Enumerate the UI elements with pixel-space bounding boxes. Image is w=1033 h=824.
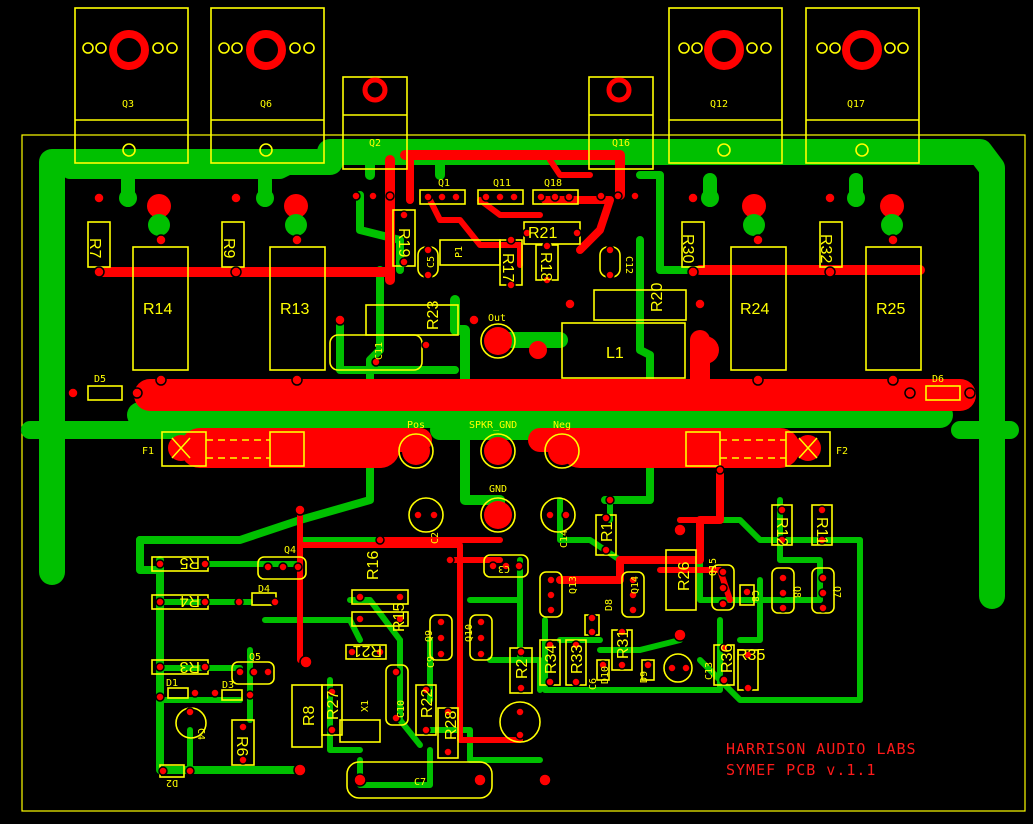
- label-r5: R5: [179, 554, 200, 571]
- label-r13: R13: [280, 301, 309, 318]
- label-c2: C2: [430, 532, 441, 544]
- label-f1: F1: [142, 446, 154, 457]
- label-q17: Q17: [847, 99, 865, 110]
- label-c13: C13: [704, 662, 715, 680]
- label-r23: R23: [425, 301, 442, 330]
- label-r6: R6: [233, 736, 250, 757]
- label-q10: Q10: [464, 624, 475, 642]
- label-c5: C5: [426, 256, 437, 268]
- label-r11: R11: [813, 517, 830, 545]
- label-q12: Q12: [710, 99, 728, 110]
- label-out: Out: [488, 313, 506, 324]
- label-d2: D2: [166, 777, 178, 788]
- label-r35: R35: [736, 647, 765, 664]
- label-r8: R8: [301, 705, 318, 726]
- label-c10: C10: [396, 700, 407, 718]
- label-c3: C3: [498, 563, 510, 574]
- label-spkr-gnd: SPKR_GND: [469, 420, 517, 431]
- label-d6: D6: [932, 374, 944, 385]
- label-q6: Q6: [260, 99, 272, 110]
- label-r19: R19: [395, 228, 412, 257]
- label-d1: D1: [166, 678, 178, 689]
- label-r21: R21: [528, 225, 557, 242]
- label-r4: R4: [179, 592, 200, 609]
- label-r30: R30: [679, 234, 696, 263]
- label-q13: Q13: [568, 576, 579, 594]
- label-q18: Q18: [544, 178, 562, 189]
- board-title-line2: SYMEF PCB v.1.1: [726, 761, 876, 779]
- label-c11: C11: [374, 342, 385, 360]
- label-r25: R25: [876, 301, 905, 318]
- board-title-line1: HARRISON AUDIO LABS: [726, 740, 917, 758]
- label-c7: C7: [414, 777, 426, 788]
- board-outline: [21, 134, 1026, 812]
- label-x1: X1: [360, 700, 371, 712]
- label-r33: R33: [569, 645, 586, 674]
- label-f2: F2: [836, 446, 848, 457]
- label-r17: R17: [499, 253, 516, 282]
- label-c8: C8: [749, 590, 760, 602]
- label-r28: R28: [443, 711, 460, 740]
- label-r18: R18: [537, 252, 554, 281]
- label-pos: Pos: [407, 420, 425, 431]
- label-d4: D4: [258, 584, 270, 595]
- label-l1: L1: [606, 345, 624, 362]
- label-r34: R34: [543, 645, 560, 674]
- label-r21b: R21: [353, 642, 382, 659]
- label-d8: D8: [604, 599, 615, 611]
- label-neg: Neg: [553, 420, 571, 431]
- label-r3: R3: [179, 658, 200, 675]
- label-q1: Q1: [438, 178, 450, 189]
- label-c12: C12: [623, 256, 634, 274]
- label-r1: R1: [599, 521, 616, 542]
- label-r14: R14: [143, 301, 172, 318]
- label-q14: Q14: [630, 576, 641, 594]
- label-r36: R36: [719, 644, 736, 673]
- label-r22: R22: [419, 689, 436, 718]
- silkscreen-labels: Q3 Q6 Q12 Q17 Q2 Q16 R14 R13 R24 R25 R23…: [86, 99, 944, 788]
- label-r12: R12: [773, 517, 790, 546]
- label-d3: D3: [222, 680, 234, 691]
- label-d10: D10: [600, 666, 611, 684]
- label-r24: R24: [740, 301, 769, 318]
- label-r15: R15: [391, 603, 408, 632]
- label-q4: Q4: [284, 545, 296, 556]
- label-q7: Q7: [831, 586, 842, 598]
- label-c6: C6: [588, 678, 599, 690]
- pads-layer: [67, 30, 976, 787]
- label-d5: D5: [94, 374, 106, 385]
- label-r7: R7: [86, 238, 103, 259]
- label-c14: C14: [559, 530, 570, 548]
- label-q8: Q8: [791, 586, 802, 598]
- label-r2: R2: [514, 658, 531, 679]
- silkscreen-layer: [74, 7, 961, 799]
- label-p1: P1: [454, 246, 465, 258]
- label-q9: Q9: [424, 630, 435, 642]
- label-r26: R26: [676, 562, 693, 591]
- label-q2: Q2: [369, 138, 381, 149]
- label-q11: Q11: [493, 178, 511, 189]
- label-c9: C9: [426, 656, 437, 668]
- label-r9: R9: [220, 238, 237, 259]
- label-r27: R27: [325, 691, 342, 720]
- label-r32: R32: [817, 234, 834, 263]
- label-c4: C4: [195, 728, 206, 740]
- label-r31: R31: [615, 630, 632, 659]
- label-q16: Q16: [612, 138, 630, 149]
- label-q15: Q15: [708, 558, 719, 576]
- label-r16: R16: [365, 551, 382, 580]
- label-r20: R20: [649, 283, 666, 312]
- label-d9: D9: [639, 671, 650, 683]
- label-q5: Q5: [249, 652, 261, 663]
- label-q3: Q3: [122, 99, 134, 110]
- label-gnd: GND: [489, 484, 507, 495]
